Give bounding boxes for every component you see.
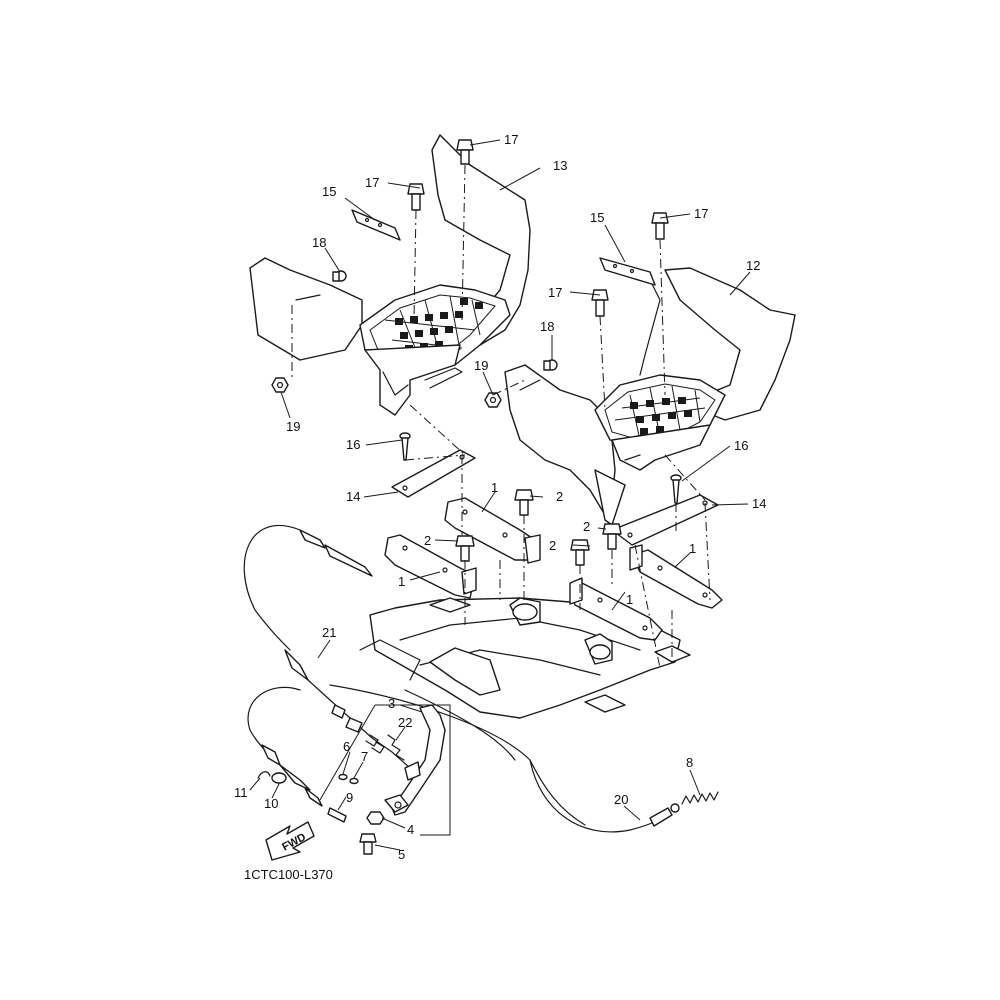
callout-15: 15 bbox=[590, 210, 604, 225]
bolt-17-c bbox=[651, 212, 669, 240]
strip-15-left bbox=[351, 209, 401, 241]
frame bbox=[329, 597, 691, 826]
cable-20 bbox=[529, 759, 680, 833]
callout-14: 14 bbox=[346, 489, 360, 504]
callout-6: 6 bbox=[343, 739, 350, 754]
left-footrest-13 bbox=[249, 134, 531, 416]
callout-8: 8 bbox=[686, 755, 693, 770]
callout-2: 2 bbox=[424, 533, 431, 548]
bolt-2-b bbox=[455, 535, 475, 562]
right-footrest-12 bbox=[504, 267, 796, 526]
callout-17: 17 bbox=[548, 285, 562, 300]
strip-15-right bbox=[599, 257, 656, 286]
fwd-arrow-icon: FWD bbox=[265, 821, 315, 861]
spring-8 bbox=[681, 791, 719, 805]
callout-11: 11 bbox=[234, 785, 248, 800]
washers-6-7 bbox=[338, 773, 359, 785]
callout-14: 14 bbox=[752, 496, 766, 511]
callouts: 17 17 17 17 13 12 15 15 18 18 19 19 16 1… bbox=[234, 132, 766, 862]
bolt-17-a bbox=[456, 139, 474, 165]
callout-21: 21 bbox=[322, 625, 336, 640]
cable-lower bbox=[247, 686, 323, 807]
bolt-2-a bbox=[514, 489, 534, 516]
leader-lines bbox=[249, 139, 751, 851]
dashed-lines bbox=[291, 164, 711, 669]
callout-1: 1 bbox=[689, 541, 696, 556]
callout-1: 1 bbox=[491, 480, 498, 495]
callout-17: 17 bbox=[504, 132, 518, 147]
nut-19-b bbox=[484, 392, 502, 408]
callout-5: 5 bbox=[398, 847, 405, 862]
callout-18: 18 bbox=[312, 235, 326, 250]
callout-17: 17 bbox=[694, 206, 708, 221]
callout-20: 20 bbox=[614, 792, 628, 807]
bolt-2-c bbox=[570, 539, 590, 566]
callout-10: 10 bbox=[264, 796, 278, 811]
callout-22: 22 bbox=[398, 715, 412, 730]
rivet-16-a bbox=[399, 432, 411, 461]
callout-16: 16 bbox=[734, 438, 748, 453]
bolt-5 bbox=[359, 833, 377, 855]
callout-19: 19 bbox=[474, 358, 488, 373]
screw-18-b bbox=[543, 359, 558, 371]
callout-4: 4 bbox=[407, 822, 414, 837]
nut-19-a bbox=[271, 377, 289, 393]
rivet-16-b bbox=[670, 474, 682, 504]
callout-7: 7 bbox=[361, 749, 368, 764]
bolt-17-d bbox=[591, 289, 609, 317]
callout-9: 9 bbox=[346, 790, 353, 805]
cable-21 bbox=[243, 524, 411, 769]
diagram-code: 1CTC100-L370 bbox=[244, 867, 333, 882]
spring-22 bbox=[387, 734, 405, 761]
callout-15: 15 bbox=[322, 184, 336, 199]
callout-19: 19 bbox=[286, 419, 300, 434]
callout-1: 1 bbox=[626, 592, 633, 607]
bolt-2-d bbox=[602, 523, 622, 550]
callout-16: 16 bbox=[346, 437, 360, 452]
nut-4 bbox=[366, 811, 385, 825]
callout-18: 18 bbox=[540, 319, 554, 334]
bracket-1-a bbox=[444, 497, 541, 564]
callout-2: 2 bbox=[549, 538, 556, 553]
bracket-1-d bbox=[629, 544, 723, 609]
callout-2: 2 bbox=[556, 489, 563, 504]
callout-1: 1 bbox=[398, 574, 405, 589]
brake-pedal-3 bbox=[384, 704, 446, 816]
clip-11 bbox=[257, 771, 271, 779]
plate-14-right bbox=[611, 494, 719, 546]
bolt-17-b bbox=[407, 183, 425, 211]
bracket-1-c bbox=[569, 577, 663, 641]
washer-10 bbox=[271, 772, 287, 784]
callout-12: 12 bbox=[746, 258, 760, 273]
callout-3: 3 bbox=[388, 696, 395, 711]
callout-13: 13 bbox=[553, 158, 567, 173]
pin-9 bbox=[327, 807, 347, 823]
callout-2: 2 bbox=[583, 519, 590, 534]
screw-18-a bbox=[332, 270, 347, 282]
callout-17: 17 bbox=[365, 175, 379, 190]
